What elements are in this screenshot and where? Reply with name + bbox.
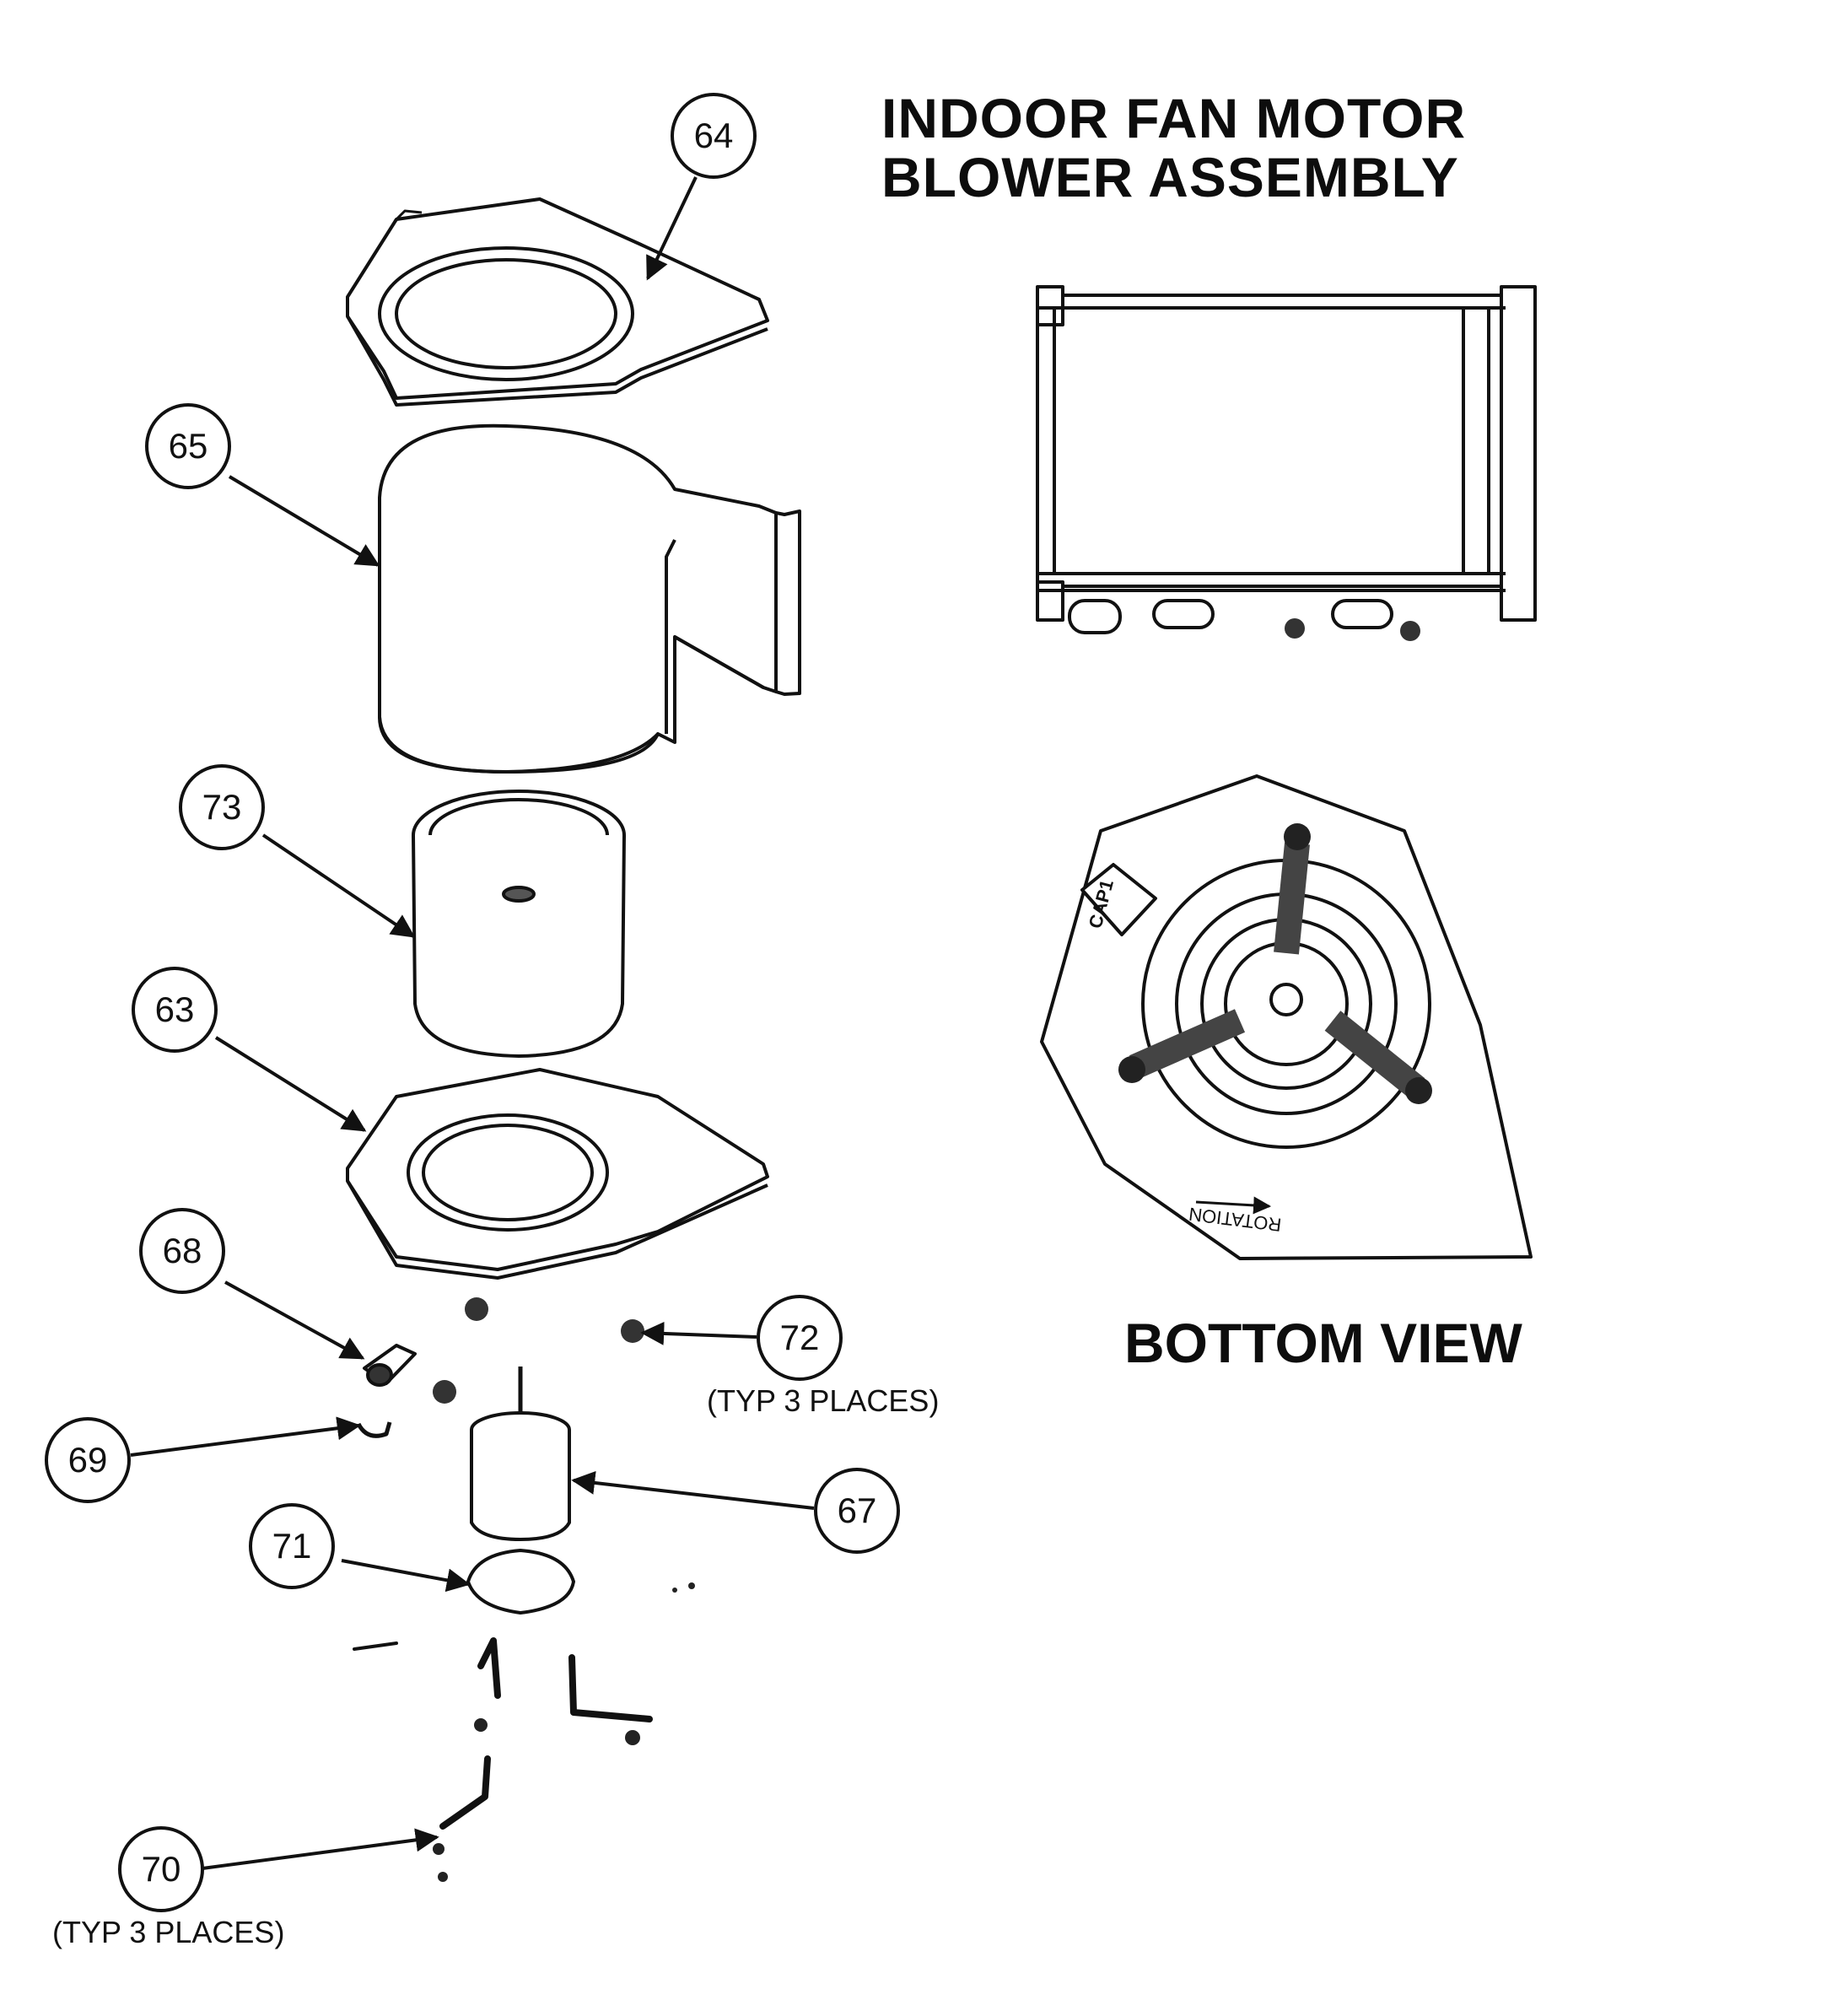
callout-63: 63: [132, 967, 218, 1053]
note-typ-72: (TYP 3 PLACES): [707, 1383, 940, 1418]
bottom-housing-plate: [346, 1068, 769, 1280]
motor-band: [466, 1549, 575, 1615]
blower-wheel: [412, 790, 626, 1058]
mounting-arms: [353, 1582, 695, 1882]
diagram-title-line-2: BLOWER ASSEMBLY: [881, 146, 1459, 208]
callout-73: 73: [179, 764, 265, 850]
bottom-view-drawing: [1040, 774, 1533, 1260]
leader-lines: [130, 176, 815, 1870]
motor: [470, 1367, 571, 1541]
bottom-view-label: BOTTOM VIEW: [1124, 1312, 1522, 1374]
callout-70: 70: [118, 1826, 204, 1912]
callout-68: 68: [139, 1208, 225, 1294]
scroll-housing: [378, 423, 801, 774]
side-view-drawing: [1036, 285, 1537, 641]
note-typ-70: (TYP 3 PLACES): [52, 1915, 285, 1949]
callout-64: 64: [671, 93, 757, 179]
callout-65: 65: [145, 403, 231, 489]
callout-71: 71: [249, 1503, 335, 1589]
top-housing-plate: [346, 197, 769, 407]
callout-69: 69: [45, 1417, 131, 1503]
capacitor-strap: [356, 1421, 392, 1438]
capacitor: [363, 1344, 417, 1387]
callout-72: 72: [757, 1295, 843, 1381]
grommets: [433, 1297, 644, 1404]
diagram-title-line-1: INDOOR FAN MOTOR: [881, 87, 1467, 149]
callout-67: 67: [814, 1468, 900, 1554]
